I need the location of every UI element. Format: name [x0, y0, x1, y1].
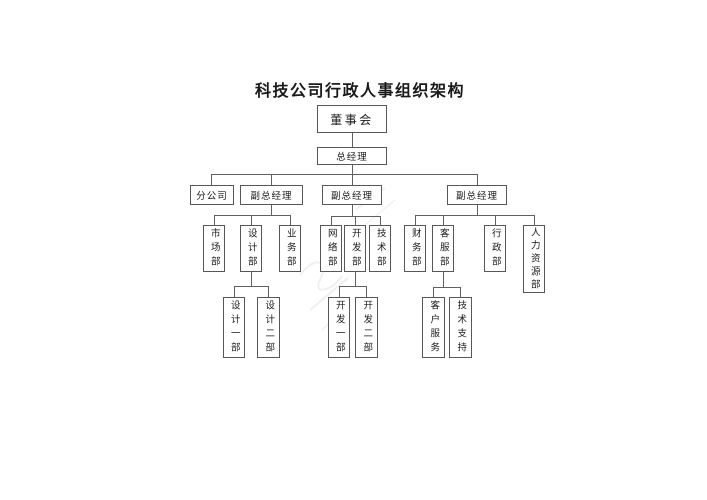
connector-development-bracket [339, 286, 366, 287]
connector-development-riser [355, 272, 356, 286]
org-node-development-dept-2: 开发二部 [355, 297, 378, 358]
org-node-tech-support-team: 技术支持 [449, 297, 472, 358]
connector-drop-vp1 [271, 174, 272, 185]
connector-drop-branch [211, 174, 212, 185]
org-node-branch-company: 分公司 [190, 185, 234, 205]
org-node-business-dept: 业务部 [279, 225, 301, 272]
org-node-technology-dept: 技术部 [369, 225, 391, 272]
connector-drop-tech-support [460, 287, 461, 297]
org-node-deputy-gm-1: 副总经理 [240, 185, 303, 205]
connector-level3-bracket [211, 174, 477, 175]
connector-drop-vp3 [477, 174, 478, 185]
connector-design-bracket [234, 286, 268, 287]
connector-drop-dev1 [339, 286, 340, 297]
connector-drop-design [251, 215, 252, 225]
connector-drop-design2 [268, 286, 269, 297]
org-node-network-dept: 网络部 [320, 225, 342, 272]
connector-cs-bracket [433, 287, 460, 288]
connector-drop-hr [534, 215, 535, 225]
connector-drop-business [290, 215, 291, 225]
connector-cs-riser [443, 272, 444, 287]
connector-vp3-riser [477, 205, 478, 215]
connector-drop-network [331, 216, 332, 225]
connector-drop-customer-service [433, 287, 434, 297]
connector-drop-design1 [234, 286, 235, 297]
connector-drop-technology [380, 216, 381, 225]
org-node-finance-dept: 财务部 [404, 225, 426, 272]
connector-gm-riser [352, 165, 353, 185]
org-node-development-dept-1: 开发一部 [328, 297, 350, 358]
org-node-design-dept-1: 设计一部 [223, 297, 245, 358]
org-node-general-manager: 总经理 [317, 147, 387, 165]
connector-vp3-bracket [415, 215, 534, 216]
connector-drop-dev2 [366, 286, 367, 297]
connector-drop-marketing [214, 215, 215, 225]
org-node-board-of-directors: 董事会 [317, 105, 387, 133]
connector-vp1-riser [271, 205, 272, 215]
org-node-marketing-dept: 市场部 [203, 225, 225, 272]
org-node-development-dept: 开发部 [344, 225, 366, 272]
org-node-hr-dept: 人力资源部 [523, 225, 545, 293]
connector-design-riser [251, 272, 252, 286]
org-node-deputy-gm-3: 副总经理 [447, 185, 507, 205]
org-node-customer-service-team: 客户服务 [422, 297, 445, 358]
page-title: 科技公司行政人事组织架构 [254, 81, 465, 100]
connector-drop-administration [495, 215, 496, 225]
org-node-administration-dept: 行政部 [484, 225, 506, 272]
connector-board-gm [352, 133, 353, 147]
connector-drop-customer-service-dept [443, 215, 444, 225]
connector-vp1-bracket [214, 215, 290, 216]
org-node-deputy-gm-2: 副总经理 [322, 185, 382, 205]
org-node-customer-service-dept: 客服部 [432, 225, 454, 272]
connector-vp2-riser [352, 205, 353, 216]
connector-drop-development [355, 216, 356, 225]
org-node-design-dept: 设计部 [240, 225, 262, 272]
org-node-design-dept-2: 设计二部 [257, 297, 280, 358]
connector-drop-finance [415, 215, 416, 225]
